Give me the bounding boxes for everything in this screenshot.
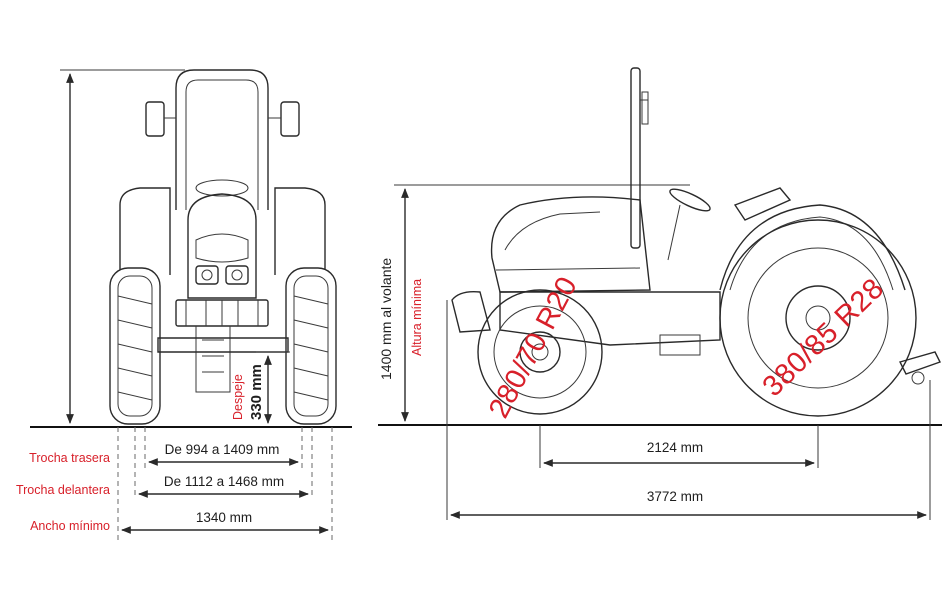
- track-rear-value: De 994 a 1409 mm: [165, 442, 280, 457]
- clearance-value: 330 mm: [248, 364, 265, 420]
- min-width-label: Ancho mínimo: [30, 519, 110, 533]
- front-view: Despeje 330 mm Trocha trasera De 994 a 1…: [16, 69, 352, 542]
- tractor-side-drawing: [451, 67, 941, 417]
- side-view: 1400 mm al volante Altura mínima: [378, 67, 942, 520]
- min-width-value: 1340 mm: [196, 510, 252, 525]
- length-value: 3772 mm: [647, 489, 703, 504]
- min-height-label: Altura mínima: [410, 279, 424, 356]
- front-tire-label: 280/70 R20: [483, 271, 584, 423]
- track-front-label: Trocha delantera: [16, 483, 110, 497]
- rear-tire-label: 380/85 R28: [757, 272, 891, 403]
- track-rear-label: Trocha trasera: [29, 451, 110, 465]
- wheelbase-value: 2124 mm: [647, 440, 703, 455]
- track-front-value: De 1112 a 1468 mm: [164, 474, 284, 489]
- steering-height-label: 1400 mm al volante: [378, 258, 394, 380]
- clearance-label: Despeje: [231, 374, 245, 420]
- tractor-front-drawing: [109, 69, 337, 425]
